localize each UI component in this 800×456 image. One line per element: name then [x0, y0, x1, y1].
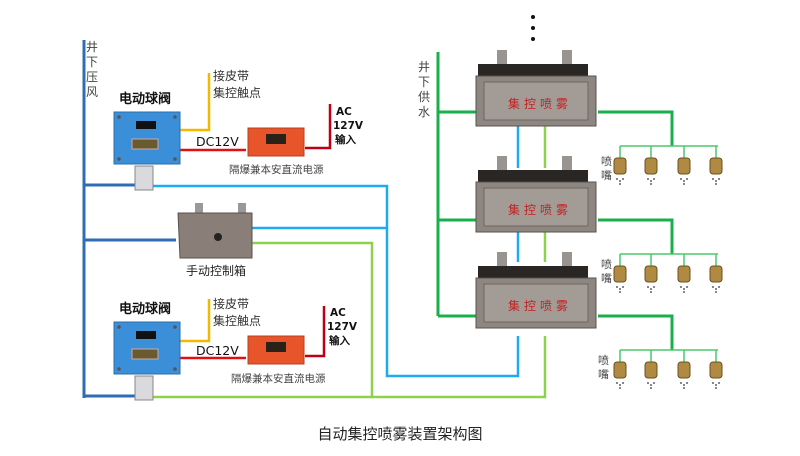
- nozzle-icon: [709, 157, 723, 175]
- nozzle-icon: [644, 361, 658, 379]
- nozzle-group-1: [613, 157, 723, 175]
- nozzle-icon: [613, 157, 627, 175]
- belt-contact-wire-2: [180, 299, 211, 343]
- nozzle-icon: [644, 265, 658, 283]
- nozzle-label-2: 喷嘴: [601, 258, 612, 285]
- nozzle-icon: [613, 265, 627, 283]
- spray-pattern-icons: [616, 178, 720, 389]
- nozzle-label-1: 喷嘴: [601, 155, 612, 182]
- spray-control-box-3: [475, 252, 597, 329]
- valve-title-1: 电动球阀: [119, 92, 172, 107]
- ac-input-2-line3: 输入: [329, 335, 350, 347]
- dc-label-1: DC12V: [196, 134, 239, 149]
- air-supply-label: 井下压风: [86, 40, 99, 99]
- spray-box-label-3: 集控喷雾: [508, 299, 573, 313]
- manual-control-box: [177, 203, 253, 259]
- nozzle-icon: [677, 265, 691, 283]
- continuation-dots-icon: [531, 15, 535, 41]
- nozzle-icon: [613, 361, 627, 379]
- ball-valve-body-icon: [134, 375, 154, 401]
- electric-ball-valve-2: [113, 321, 181, 401]
- electric-ball-valve-1: [113, 111, 181, 191]
- nozzle-icon: [709, 265, 723, 283]
- ac-input-1-line2: 127V: [333, 120, 364, 132]
- ac-wire-2: [305, 306, 326, 358]
- nozzle-branches: [619, 145, 718, 362]
- belt-contact-label-1a: 接皮带: [213, 69, 250, 83]
- diagram-caption: 自动集控喷雾装置架构图: [317, 425, 483, 443]
- belt-contact-label-2a: 接皮带: [213, 297, 250, 311]
- power-supply-2: [247, 335, 305, 365]
- ac-wire-1: [305, 104, 332, 150]
- nozzle-icon: [677, 157, 691, 175]
- ac-input-2-line2: 127V: [327, 321, 358, 333]
- nozzle-icon: [677, 361, 691, 379]
- valve-title-2: 电动球阀: [119, 302, 172, 317]
- spray-box-label-2: 集控喷雾: [508, 203, 573, 217]
- spray-control-box-2: [475, 156, 597, 233]
- nozzle-icon: [644, 157, 658, 175]
- dc-label-2: DC12V: [196, 343, 239, 358]
- nozzle-group-2: [613, 265, 723, 283]
- ac-input-2-line1: AC: [330, 307, 346, 319]
- spray-box-label-1: 集控喷雾: [508, 97, 573, 111]
- belt-contact-label-2b: 集控触点: [213, 314, 262, 328]
- ac-input-1-line1: AC: [336, 106, 352, 118]
- ac-input-1-line3: 输入: [335, 134, 356, 146]
- power-supply-label-1: 隔爆兼本安直流电源: [229, 164, 324, 176]
- manual-box-label: 手动控制箱: [186, 264, 247, 278]
- belt-contact-label-1b: 集控触点: [213, 86, 262, 100]
- power-supply-label-2: 隔爆兼本安直流电源: [231, 373, 326, 385]
- nozzle-icon: [709, 361, 723, 379]
- air-supply-pipe: [82, 40, 176, 398]
- ball-valve-body-icon: [134, 165, 154, 191]
- belt-contact-wire-1: [180, 73, 211, 132]
- nozzle-group-3: [613, 361, 723, 379]
- water-supply-pipe: [436, 52, 674, 350]
- nozzle-label-3: 喷嘴: [598, 354, 609, 381]
- water-supply-label: 井下供水: [418, 60, 431, 119]
- spray-control-box-1: [475, 50, 597, 127]
- power-supply-1: [247, 127, 305, 157]
